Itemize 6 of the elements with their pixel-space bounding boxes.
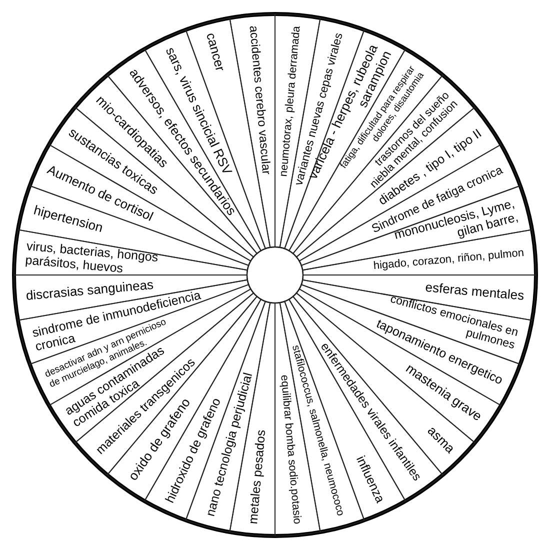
sector-label: cancer — [203, 31, 228, 75]
sector-label: virus, bacterias, hongos parásitos, huevos — [24, 239, 160, 278]
sector-label: higado, corazon, riñon, pulmon — [372, 247, 525, 273]
sector-label: metales pesados — [246, 428, 269, 525]
sector-label: accidentes cerebro vascular — [246, 26, 274, 178]
sector-label: esferas mentales — [424, 280, 525, 304]
